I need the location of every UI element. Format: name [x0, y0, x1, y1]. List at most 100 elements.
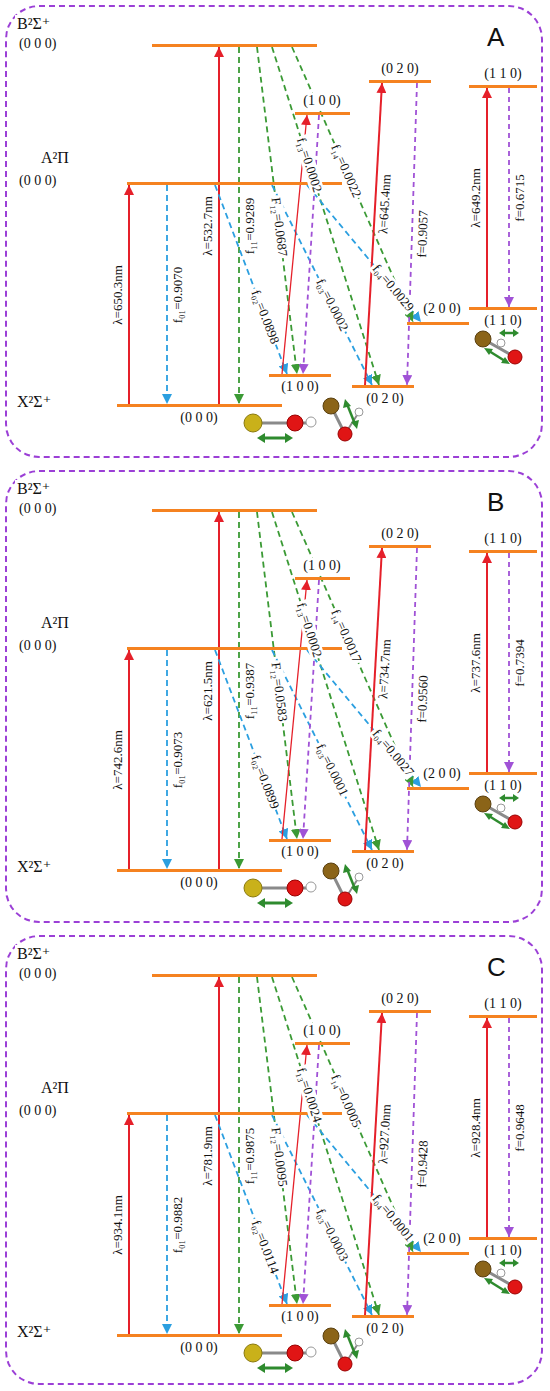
transition-arrow [282, 1045, 307, 1304]
transition-arrow [257, 977, 297, 1304]
energy-level: (2 0 0) [407, 1252, 469, 1255]
level-label: (0 2 0) [364, 391, 405, 407]
state-label: B²Σ⁺ [15, 15, 52, 33]
transition-arrow [508, 88, 510, 307]
energy-level: (2 0 0) [407, 322, 469, 325]
transition-label: f₁₄=0.0005 [328, 1070, 365, 1131]
transition-label: f₀₄=0.0029 [368, 260, 418, 316]
energy-level: (0 2 0) [352, 850, 414, 853]
energy-level: (1 0 0) [295, 112, 350, 115]
transition-arrow [238, 47, 240, 404]
transition-label: f₀₂=0.0898 [248, 286, 283, 348]
transition-arrow [508, 1018, 510, 1237]
transition-label: f₀₂=0.0899 [248, 751, 283, 813]
transition-arrow [365, 1013, 382, 1315]
level-label: (0 0 0) [17, 966, 58, 982]
state-label: A²Π [39, 1079, 71, 1097]
transition-label: f₀₃=0.0002 [312, 275, 352, 335]
transition-label: λ=737.6nm [469, 631, 483, 695]
level-label: (1 0 0) [279, 1309, 320, 1325]
transition-label: f₁₃=0.0002 [293, 134, 325, 196]
energy-level: (1 1 0) [469, 1015, 537, 1018]
panel-letter: A [485, 23, 506, 53]
transition-arrow [282, 580, 307, 839]
transition-label: f₁₁=0.9875 [243, 1125, 257, 1185]
level-label: (1 0 0) [279, 379, 320, 395]
transition-arrow [128, 650, 130, 869]
transition-label: f₀₁=0.9882 [171, 1194, 185, 1254]
transition-arrow [166, 650, 168, 869]
level-label: (1 1 0) [482, 531, 523, 547]
panel-letter: B [485, 488, 506, 518]
transition-arrow [272, 977, 379, 1315]
level-label: (1 0 0) [301, 1023, 342, 1039]
transition-label: λ=742.6nm [111, 728, 125, 792]
transition-arrow [508, 553, 510, 772]
transition-label: f₀₃=0.0001 [312, 740, 352, 800]
transition-arrow [272, 650, 372, 850]
state-label: B²Σ⁺ [15, 945, 52, 963]
transition-label: f=0.9648 [513, 1102, 527, 1153]
level-label: (1 1 0) [482, 778, 523, 794]
energy-level: A²Π(0 0 0) [127, 647, 342, 650]
level-label: (0 2 0) [379, 991, 420, 1007]
transition-arrow [128, 1115, 130, 1334]
level-label: (0 0 0) [17, 173, 58, 189]
transition-arrow [215, 650, 287, 839]
panel-box: AB²Σ⁺(0 0 0)A²Π(0 0 0)X²Σ⁺(0 0 0)(1 0 0)… [5, 5, 543, 458]
transition-arrow [218, 977, 220, 1334]
transition-arrow [407, 548, 417, 850]
transition-label: F₁₂=0.0687 [268, 195, 290, 260]
transition-label: f₀₂=0.0114 [248, 1217, 283, 1278]
transition-label: λ=532.7nm [201, 194, 215, 258]
transition-label: f₀₃=0.0003 [312, 1205, 352, 1265]
state-label: A²Π [39, 149, 71, 167]
transition-arrow [307, 1115, 421, 1252]
transition-arrow [238, 977, 240, 1334]
transition-label: f=0.9560 [415, 673, 431, 725]
level-label: (0 2 0) [379, 526, 420, 542]
level-label: (0 2 0) [364, 856, 405, 872]
level-label: (1 1 0) [482, 996, 523, 1012]
level-label: (1 1 0) [482, 66, 523, 82]
transition-label: f₀₁=0.9070 [171, 264, 185, 324]
level-label: (0 2 0) [364, 1321, 405, 1337]
transition-label: F₁₂=0.0583 [268, 660, 290, 725]
transition-label: f₁₁=0.9387 [243, 660, 257, 720]
panel-box: CB²Σ⁺(0 0 0)A²Π(0 0 0)X²Σ⁺(0 0 0)(1 0 0)… [5, 935, 543, 1385]
state-label: B²Σ⁺ [15, 480, 52, 498]
transition-arrow [307, 185, 421, 322]
level-label: (1 1 0) [482, 1243, 523, 1259]
transition-label: λ=621.5nm [201, 659, 215, 723]
level-label: (1 0 0) [301, 93, 342, 109]
transition-arrow [272, 512, 379, 850]
transition-arrow [365, 548, 382, 850]
level-label: (0 0 0) [17, 638, 58, 654]
level-label: (0 0 0) [178, 1340, 219, 1356]
panel-box: BB²Σ⁺(0 0 0)A²Π(0 0 0)X²Σ⁺(0 0 0)(1 0 0)… [5, 470, 543, 923]
transition-arrow [365, 83, 382, 385]
transition-label: λ=650.3nm [111, 263, 125, 327]
energy-level: (0 2 0) [369, 545, 431, 548]
transition-arrow [303, 1045, 319, 1304]
transition-label: λ=649.2nm [469, 166, 483, 230]
level-label: (1 1 0) [482, 313, 523, 329]
energy-level: (1 0 0) [269, 1304, 331, 1307]
transition-label: f₁₄=0.0022 [328, 140, 365, 201]
transition-arrow [407, 1013, 417, 1315]
transition-label: λ=934.1nm [111, 1193, 125, 1257]
transition-label: λ=645.4nm [376, 172, 394, 236]
transition-label: f₀₁=0.9073 [171, 729, 185, 789]
transition-arrow [215, 185, 287, 374]
transition-arrow [257, 47, 297, 374]
transition-arrow [272, 47, 379, 385]
level-label: (0 0 0) [17, 1103, 58, 1119]
energy-level: (1 1 0) [469, 85, 537, 88]
level-label: (0 0 0) [17, 36, 58, 52]
transition-label: F₁₂=0.0095 [268, 1125, 290, 1190]
energy-level: X²Σ⁺(0 0 0) [117, 1334, 282, 1337]
energy-level: (1 0 0) [295, 1042, 350, 1045]
transition-arrow [218, 47, 220, 404]
transition-arrow [486, 1018, 488, 1237]
level-label: (2 0 0) [421, 301, 462, 317]
